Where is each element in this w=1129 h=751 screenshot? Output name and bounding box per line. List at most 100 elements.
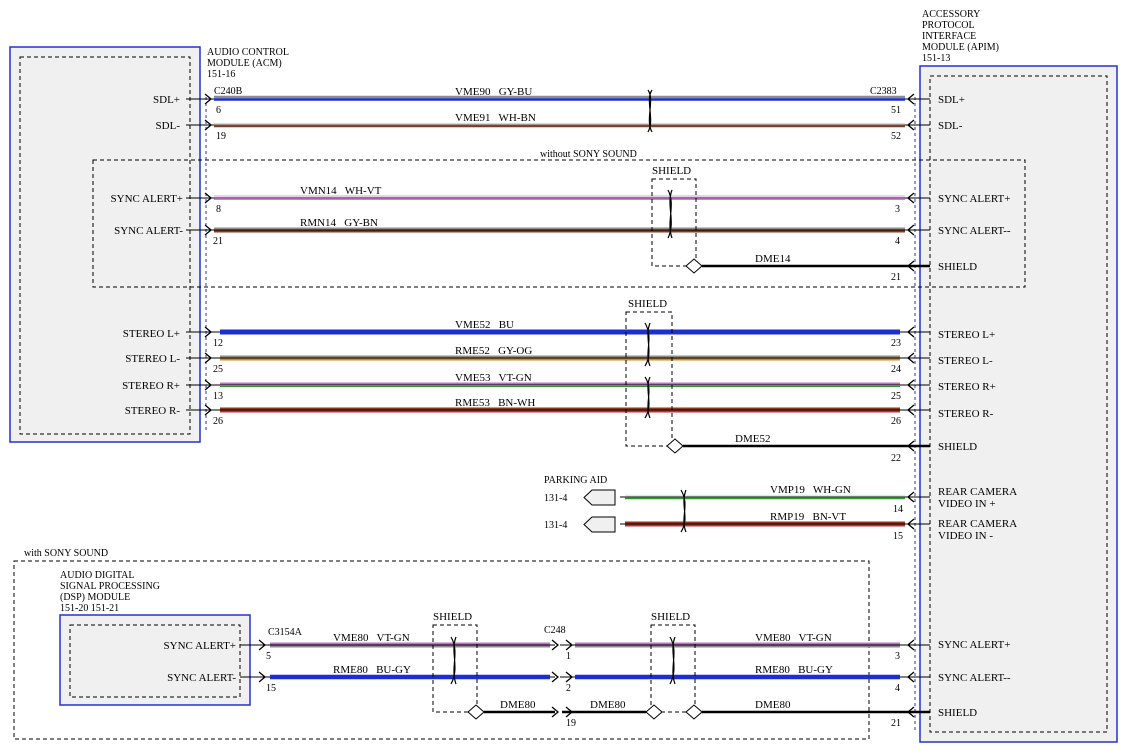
svg-text:SHIELD: SHIELD	[652, 165, 691, 177]
wire-vme80-b	[560, 642, 930, 648]
connector-acm: C240B	[214, 86, 243, 97]
dsp-pin-labels: SYNC ALERT+ SYNC ALERT-	[164, 640, 237, 684]
with-sony-group	[13, 560, 870, 740]
parking-connector-1	[583, 489, 616, 506]
svg-text:DME80: DME80	[500, 699, 536, 711]
wire-labels: VME90 GY-BU VME91 WH-BN VMN14 WH-VT RMN1…	[300, 86, 851, 711]
svg-text:SYNC ALERT+: SYNC ALERT+	[164, 640, 236, 652]
acm-pin-labels: SDL+ SDL- SYNC ALERT+ SYNC ALERT- STEREO…	[111, 94, 184, 417]
svg-text:24: 24	[891, 364, 901, 375]
svg-text:SHIELD: SHIELD	[433, 611, 472, 623]
svg-text:RME80 BU-GY: RME80 BU-GY	[755, 664, 833, 676]
dsp-module	[59, 614, 251, 706]
svg-text:15: 15	[266, 683, 276, 694]
svg-text:51: 51	[891, 105, 901, 116]
acm-module	[9, 46, 201, 443]
wires	[186, 89, 930, 720]
svg-text:STEREO R+: STEREO R+	[122, 380, 180, 392]
svg-text:STEREO R+: STEREO R+	[938, 381, 996, 393]
connector-inline: C248	[544, 625, 566, 636]
connector-marks	[204, 93, 915, 718]
svg-text:13: 13	[213, 391, 223, 402]
svg-text:SYNC ALERT--: SYNC ALERT--	[938, 225, 1011, 237]
apim-title: ACCESSORY PROTOCOL INTERFACE MODULE (API…	[922, 9, 999, 64]
svg-text:4: 4	[895, 683, 900, 694]
svg-text:SHIELD: SHIELD	[651, 611, 690, 623]
svg-text:DME52: DME52	[735, 433, 770, 445]
svg-text:STEREO R-: STEREO R-	[938, 408, 994, 420]
wire-vme80-a	[240, 642, 555, 648]
svg-text:3: 3	[895, 651, 900, 662]
acm-title: AUDIO CONTROL MODULE (ACM) 151-16	[207, 47, 289, 80]
svg-text:VME91 WH-BN: VME91 WH-BN	[455, 112, 536, 124]
pin-numbers: 6 19 8 21 12 25 13 26 51 52 3 4 21 23 24…	[213, 105, 903, 729]
svg-text:26: 26	[891, 416, 901, 427]
svg-text:23: 23	[891, 338, 901, 349]
apim-pin-labels: SDL+ SDL- SYNC ALERT+ SYNC ALERT-- SHIEL…	[938, 94, 1017, 719]
svg-text:1: 1	[566, 651, 571, 662]
parking-refs: 131-4 131-4	[544, 493, 567, 531]
svg-text:25: 25	[891, 391, 901, 402]
svg-text:RME80 BU-GY: RME80 BU-GY	[333, 664, 411, 676]
svg-text:DME80: DME80	[755, 699, 791, 711]
svg-text:25: 25	[213, 364, 223, 375]
svg-text:4: 4	[895, 236, 900, 247]
svg-text:5: 5	[266, 651, 271, 662]
svg-text:SYNC ALERT+: SYNC ALERT+	[111, 193, 183, 205]
svg-text:ACCESSORY: ACCESSORY	[922, 9, 980, 20]
wire-vme91	[186, 123, 930, 128]
svg-text:131-4: 131-4	[544, 493, 567, 504]
svg-text:21: 21	[891, 272, 901, 283]
svg-text:RME53 BN-WH: RME53 BN-WH	[455, 397, 535, 409]
svg-text:STEREO R-: STEREO R-	[125, 405, 181, 417]
shield-labels: SHIELD SHIELD SHIELD SHIELD	[433, 165, 691, 623]
svg-text:SYNC ALERT-: SYNC ALERT-	[114, 225, 183, 237]
svg-text:MODULE (ACM): MODULE (ACM)	[207, 58, 282, 69]
wire-rme52	[186, 355, 930, 361]
svg-text:151-20 151-21: 151-20 151-21	[60, 603, 119, 614]
dsp-title: AUDIO DIGITAL SIGNAL PROCESSING (DSP) MO…	[60, 570, 160, 614]
with-sony-label: with SONY SOUND	[24, 548, 108, 559]
wire-vme53	[186, 382, 930, 387]
svg-text:15: 15	[893, 531, 903, 542]
svg-text:6: 6	[216, 105, 221, 116]
svg-text:151-13: 151-13	[922, 53, 950, 64]
svg-text:SIGNAL PROCESSING: SIGNAL PROCESSING	[60, 581, 160, 592]
without-sony-label: without SONY SOUND	[540, 149, 637, 160]
svg-text:151-16: 151-16	[207, 69, 235, 80]
svg-text:AUDIO DIGITAL: AUDIO DIGITAL	[60, 570, 134, 581]
svg-text:SHIELD: SHIELD	[938, 707, 977, 719]
svg-text:3: 3	[895, 204, 900, 215]
svg-text:VME80 VT-GN: VME80 VT-GN	[333, 632, 410, 644]
wire-vmn14	[186, 195, 930, 200]
wire-rme53	[186, 407, 930, 413]
svg-text:STEREO L-: STEREO L-	[125, 353, 180, 365]
svg-text:RME52 GY-OG: RME52 GY-OG	[455, 345, 532, 357]
wire-rmp19	[620, 521, 930, 527]
svg-text:VME80 VT-GN: VME80 VT-GN	[755, 632, 832, 644]
svg-text:SDL+: SDL+	[153, 94, 180, 106]
svg-text:8: 8	[216, 204, 221, 215]
svg-text:VME53 VT-GN: VME53 VT-GN	[455, 372, 532, 384]
svg-text:SDL+: SDL+	[938, 94, 965, 106]
svg-text:(DSP) MODULE: (DSP) MODULE	[60, 592, 130, 603]
svg-text:VIDEO IN +: VIDEO IN +	[938, 498, 996, 510]
wire-vme90	[186, 95, 930, 101]
svg-text:AUDIO CONTROL: AUDIO CONTROL	[207, 47, 289, 58]
svg-text:RMN14 GY-BN: RMN14 GY-BN	[300, 217, 378, 229]
svg-text:PROTOCOL: PROTOCOL	[922, 20, 975, 31]
svg-text:STEREO L+: STEREO L+	[123, 328, 180, 340]
svg-text:INTERFACE: INTERFACE	[922, 31, 976, 42]
svg-text:VMN14 WH-VT: VMN14 WH-VT	[300, 185, 382, 197]
svg-text:SYNC ALERT-: SYNC ALERT-	[167, 672, 236, 684]
svg-text:19: 19	[566, 718, 576, 729]
svg-text:VME52 BU: VME52 BU	[455, 319, 514, 331]
parking-connector-2	[583, 516, 616, 533]
svg-text:DME14: DME14	[755, 253, 791, 265]
apim-module	[919, 65, 1118, 743]
svg-text:REAR CAMERA: REAR CAMERA	[938, 518, 1017, 530]
svg-text:21: 21	[891, 718, 901, 729]
svg-text:21: 21	[213, 236, 223, 247]
svg-text:14: 14	[893, 504, 903, 515]
